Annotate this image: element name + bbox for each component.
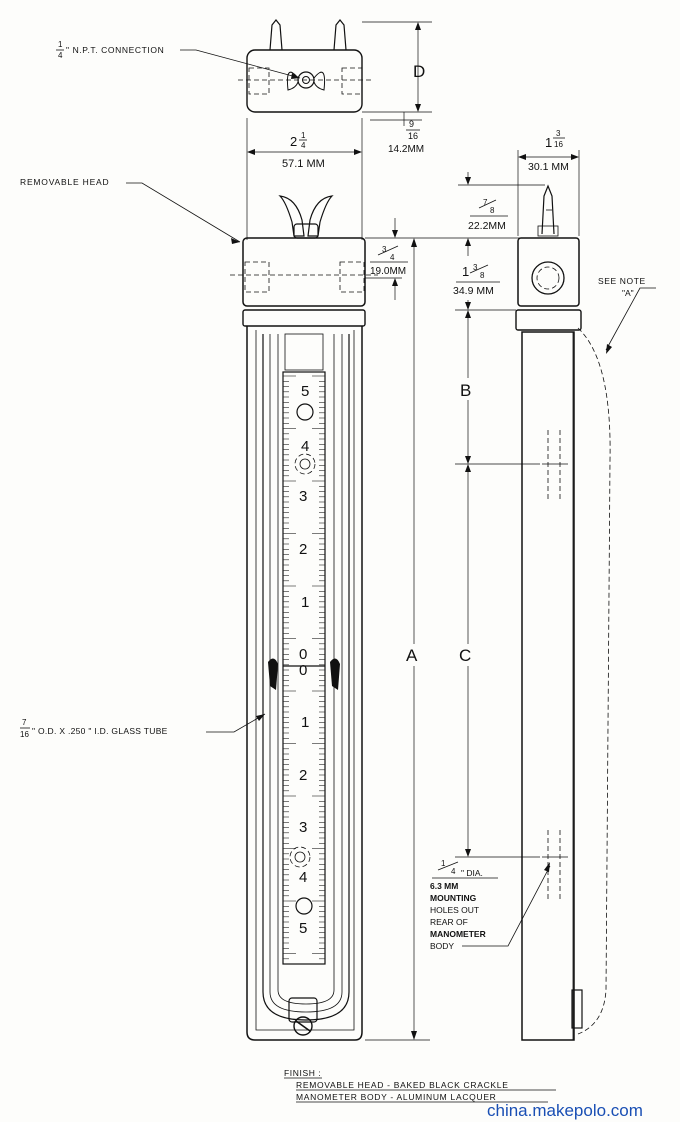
scale-label-0-top: 0 [299, 646, 307, 663]
head-h-den: 4 [390, 253, 395, 262]
manometer-front: 5 4 3 2 1 0 0 1 2 3 4 5 [230, 195, 378, 1041]
mount-line-4: MANOMETER [430, 929, 486, 939]
width-num: 1 [301, 131, 306, 140]
upper-hole [296, 403, 314, 421]
detached-head [238, 19, 372, 113]
scale-label-2-top: 2 [299, 541, 307, 558]
mount-num: 1 [441, 859, 446, 868]
scale-label-5-top: 5 [301, 383, 309, 400]
dim-B-label: B [460, 381, 471, 400]
scale-label-4-top: 4 [301, 438, 309, 455]
dim-C-label: C [459, 646, 471, 665]
glass-tube-den: 16 [20, 730, 29, 739]
glass-tube-callout: 7 16 " O.D. X .250 " I.D. GLASS TUBE [20, 713, 266, 739]
side-width-den: 16 [554, 140, 563, 149]
width-whole: 2 [290, 134, 297, 149]
mount-line-3: REAR OF [430, 917, 468, 927]
lower-mount-hole [289, 846, 311, 868]
dim-D: D [362, 21, 432, 113]
scale-ticks [283, 375, 325, 960]
npt-callout: 1 4 " N.P.T. CONNECTION [56, 40, 301, 79]
scale-label-2-bottom: 2 [299, 767, 307, 784]
dim-head-gap: 9 16 14.2MM [370, 112, 424, 155]
scale-label-3-bottom: 3 [299, 819, 307, 836]
right-clip [330, 658, 340, 690]
finish-notes: FINISH : REMOVABLE HEAD - BAKED BLACK CR… [284, 1068, 556, 1103]
manometer-side [515, 184, 611, 1041]
removable-head-label: REMOVABLE HEAD [20, 177, 109, 187]
mount-line-2: HOLES OUT [430, 905, 479, 915]
dim-side-width: 1 3 16 30.1 MM [517, 129, 580, 236]
side-head-den: 8 [480, 271, 485, 280]
width-mm: 57.1 MM [282, 158, 325, 170]
scale-label-1-bottom: 1 [301, 714, 309, 731]
bottom-screw [293, 1016, 313, 1036]
mounting-note: 1 4 " DIA. 6.3 MM MOUNTING HOLES OUT REA… [430, 859, 551, 951]
dim-head-height: 3 4 19.0MM [365, 218, 408, 300]
head-gap-mm: 14.2MM [388, 144, 424, 155]
npt-num: 1 [58, 40, 63, 49]
side-head-mm: 34.9 MM [453, 285, 494, 297]
dim-side-head: 1 3 8 34.9 MM [453, 263, 516, 311]
wing-num: 7 [483, 198, 488, 207]
see-note-line-1: SEE NOTE [598, 276, 646, 286]
side-width-num: 3 [556, 129, 561, 138]
removable-head-callout: REMOVABLE HEAD [20, 177, 241, 244]
head-h-mm: 19.0MM [370, 266, 406, 277]
dim-B-C: B C [455, 310, 540, 858]
head-gap-den: 16 [408, 131, 418, 141]
side-width-mm: 30.1 MM [528, 161, 569, 173]
npt-den: 4 [58, 51, 63, 60]
mount-line-5: BODY [430, 941, 454, 951]
wing-den: 8 [490, 206, 495, 215]
watermark: china.makepolo.com [487, 1101, 643, 1120]
side-width-whole: 1 [545, 135, 552, 150]
mount-den: 4 [451, 867, 456, 876]
upper-mount-hole [294, 453, 316, 475]
finish-line-2: MANOMETER BODY - ALUMINUM LACQUER [296, 1092, 497, 1102]
width-den: 4 [301, 141, 306, 150]
see-note-callout: SEE NOTE "A" [598, 276, 656, 354]
side-head-whole: 1 [462, 264, 469, 279]
finish-title: FINISH : [284, 1068, 321, 1078]
head-gap-num: 9 [409, 119, 414, 129]
dim-A: A [365, 237, 522, 1041]
scale-label-3-top: 3 [299, 488, 307, 505]
scale-label-4-bottom: 4 [299, 869, 307, 886]
scale-label-5-bottom: 5 [299, 920, 307, 937]
scale-label-1-top: 1 [301, 594, 309, 611]
dim-width: 2 1 4 57.1 MM [246, 118, 363, 240]
glass-tube-label: " O.D. X .250 " I.D. GLASS TUBE [32, 726, 168, 736]
left-clip [268, 658, 278, 690]
dim-wing: 7 8 22.2MM [458, 172, 545, 256]
mount-dia: " DIA. [461, 868, 483, 878]
mount-mm: 6.3 MM [430, 881, 458, 891]
scale-label-0-bottom: 0 [299, 662, 307, 679]
finish-line-1: REMOVABLE HEAD - BAKED BLACK CRACKLE [296, 1080, 509, 1090]
dim-A-label: A [406, 646, 418, 665]
head-h-num: 3 [382, 245, 387, 254]
dim-D-label: D [413, 62, 425, 81]
mount-line-1: MOUNTING [430, 893, 477, 903]
wing-mm: 22.2MM [468, 220, 506, 232]
lower-hole [295, 897, 313, 915]
side-head-num: 3 [473, 263, 478, 272]
see-note-line-2: "A" [622, 288, 634, 298]
npt-label: " N.P.T. CONNECTION [66, 45, 164, 55]
glass-tube-num: 7 [22, 718, 27, 727]
